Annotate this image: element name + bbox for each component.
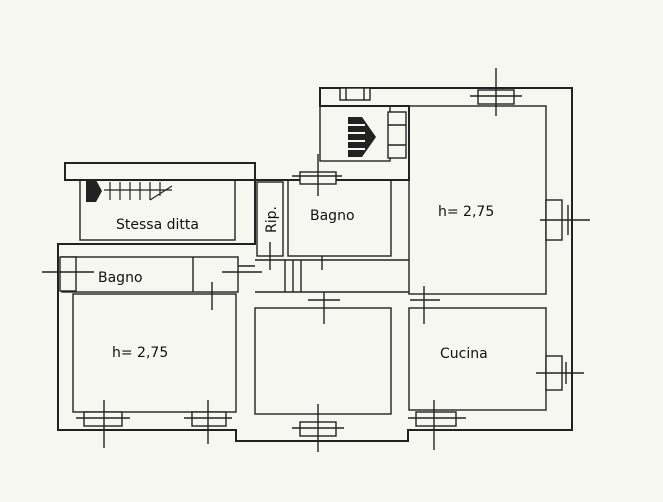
room-stessa-ditta-wall: [79, 179, 236, 241]
window-entrance: [387, 111, 407, 159]
room-bagno-upper-wall: [287, 179, 392, 257]
window-top-left: [339, 87, 371, 101]
door-markers: [211, 242, 440, 324]
room-middle-wall: [254, 307, 392, 415]
neighbour-wall: [64, 162, 256, 181]
staircase-icon: [86, 180, 173, 202]
window-right-lower: [536, 355, 584, 391]
label-bagno-left: Bagno: [98, 270, 143, 286]
room-bottom-left-wall: [72, 293, 237, 413]
window-bottom-4: [408, 400, 466, 450]
label-room-bottom-left-height: h= 2,75: [112, 345, 168, 361]
label-room-top-right-height: h= 2,75: [438, 204, 494, 220]
window-bagno-upper: [292, 154, 342, 196]
outer-wall: [57, 87, 573, 442]
label-cucina: Cucina: [440, 346, 488, 362]
label-bagno-upper: Bagno: [310, 208, 355, 224]
window-right-upper: [540, 199, 590, 241]
window-left: [42, 256, 94, 292]
entrance-arrow-icon: [319, 105, 391, 162]
window-bottom-2: [184, 400, 232, 444]
window-bottom-3: [292, 404, 344, 452]
label-stessa-ditta: Stessa ditta: [116, 217, 199, 233]
label-rip: Rip.: [264, 206, 280, 233]
window-bottom-1: [76, 400, 130, 448]
window-top-right: [470, 68, 522, 116]
room-top-right-wall: [408, 105, 547, 295]
